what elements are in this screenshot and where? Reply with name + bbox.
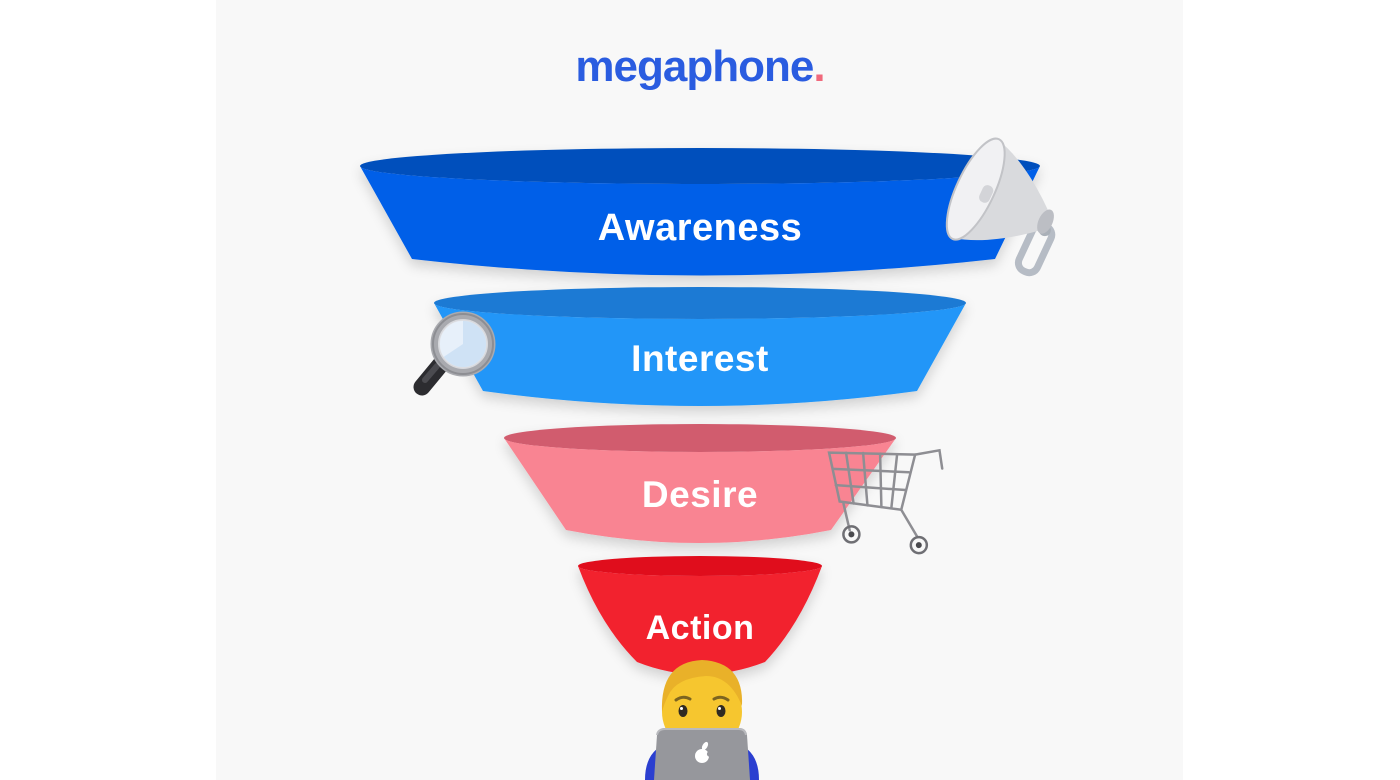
magnifying-glass-icon xyxy=(413,311,496,396)
brand-logo-text: megaphone xyxy=(575,42,814,91)
stage-interest-label: Interest xyxy=(631,338,769,379)
stage-desire-rim xyxy=(504,424,896,452)
stage-action-body xyxy=(578,566,822,675)
stage-awareness-body xyxy=(360,166,1040,276)
funnel-stage-interest xyxy=(434,287,966,406)
funnel-stage-awareness xyxy=(360,148,1040,276)
brand-logo: megaphone. xyxy=(0,42,1400,92)
stage-awareness-rim xyxy=(360,148,1040,184)
stage-action-rim xyxy=(578,556,822,576)
shopping-cart-icon xyxy=(827,448,944,555)
brand-logo-dot: . xyxy=(813,42,825,91)
funnel-stage-action xyxy=(578,556,822,675)
stage-interest-rim xyxy=(434,287,966,319)
person-technologist-icon xyxy=(645,660,759,780)
stage-desire-body xyxy=(504,438,896,543)
stage-interest-body xyxy=(434,303,966,406)
stage-desire-label: Desire xyxy=(642,474,758,515)
funnel-stage-desire xyxy=(504,424,896,543)
stage-awareness-label: Awareness xyxy=(598,207,802,249)
megaphone-icon xyxy=(945,137,1056,277)
stage-action-label: Action xyxy=(646,609,755,647)
